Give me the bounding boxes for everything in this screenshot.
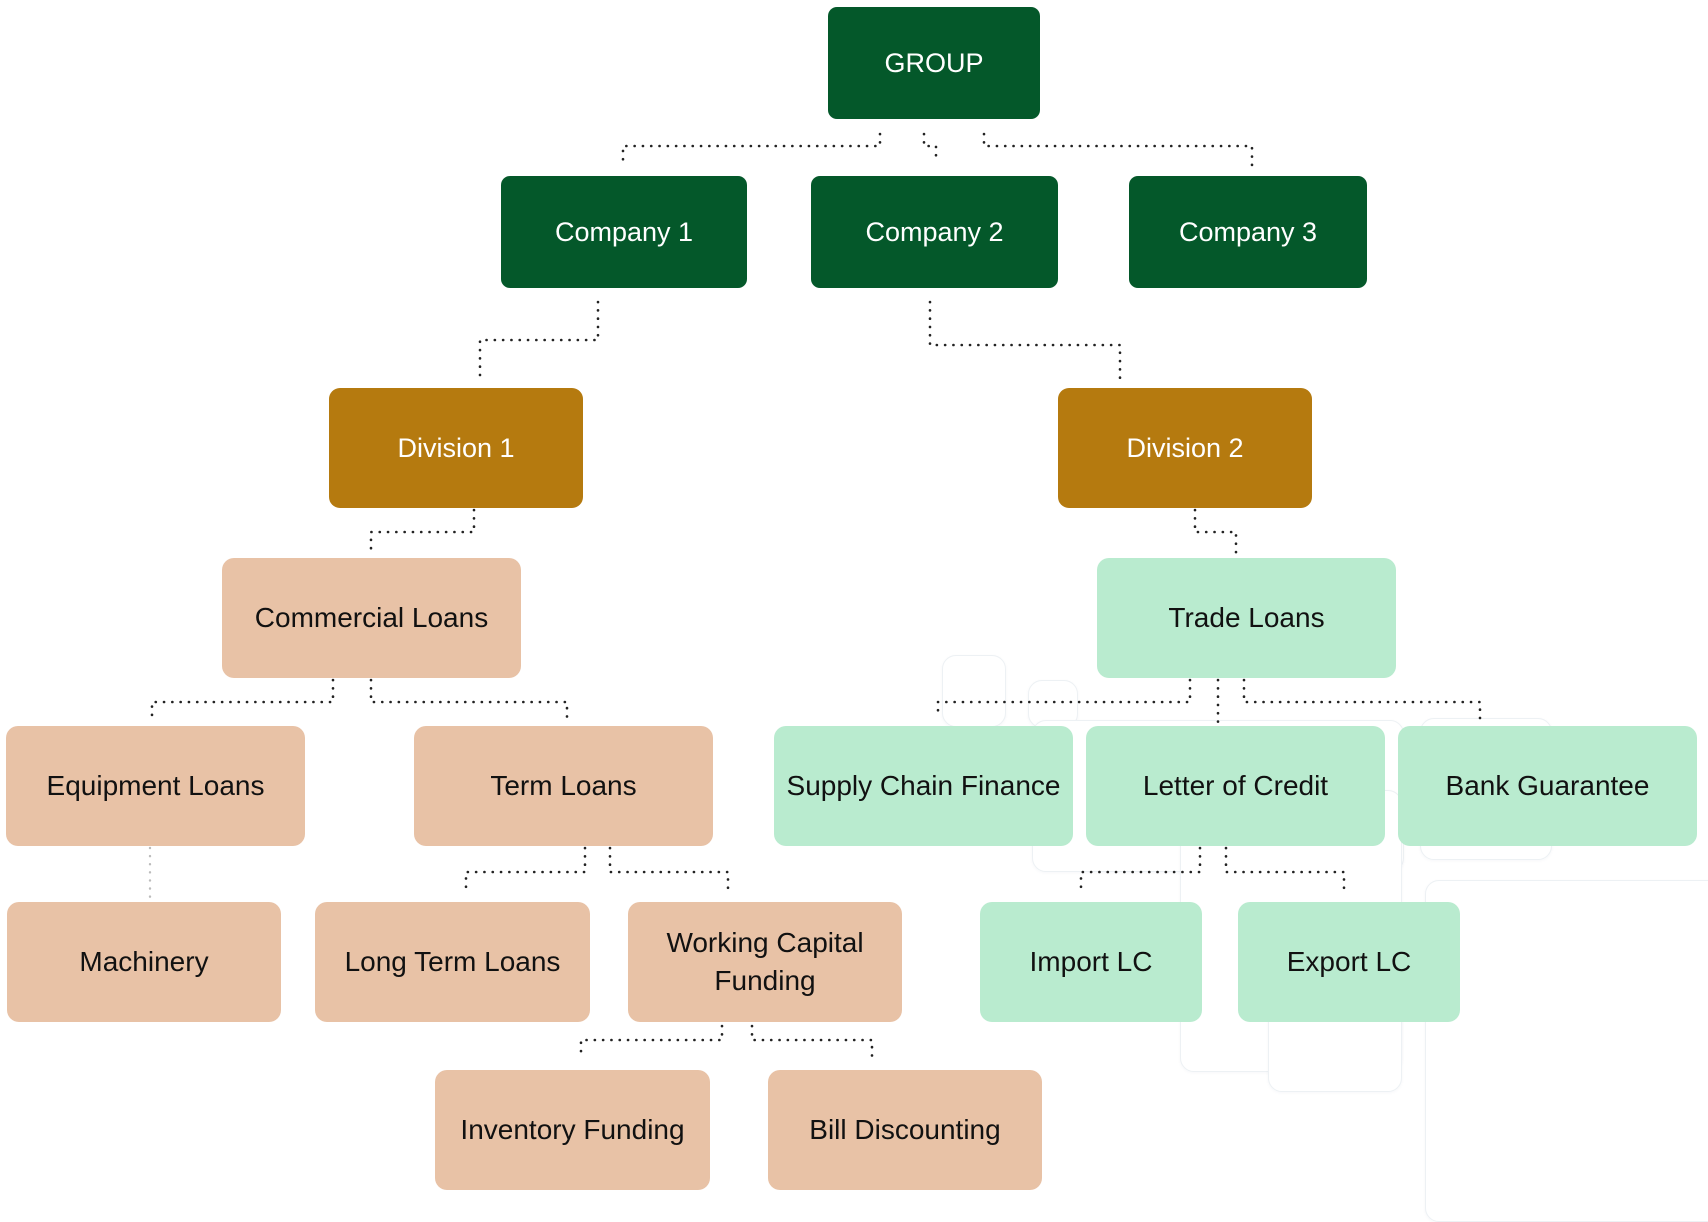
node-inventory-funding[interactable]: Inventory Funding	[435, 1070, 710, 1190]
connector-company-2-division-2	[928, 300, 1122, 387]
connector-term-loans-long-term-loans	[464, 846, 587, 890]
connector-term-loans-working-capital-funding	[608, 846, 730, 890]
node-trade-loans[interactable]: Trade Loans	[1097, 558, 1396, 678]
node-division-2[interactable]: Division 2	[1058, 388, 1312, 508]
connector-commercial-loans-equipment-loans	[150, 678, 335, 722]
node-company-3[interactable]: Company 3	[1129, 176, 1367, 288]
connector-division-2-trade-loans	[1193, 508, 1238, 558]
connector-trade-loans-supply-chain-finance	[936, 678, 1192, 718]
node-supply-chain-finance[interactable]: Supply Chain Finance	[774, 726, 1073, 846]
node-group[interactable]: GROUP	[828, 7, 1040, 119]
connector-group-company-2	[922, 132, 938, 162]
node-division-1[interactable]: Division 1	[329, 388, 583, 508]
connector-group-company-3	[982, 132, 1254, 168]
background-card	[1425, 880, 1708, 1222]
node-commercial-loans[interactable]: Commercial Loans	[222, 558, 521, 678]
node-import-lc[interactable]: Import LC	[980, 902, 1202, 1022]
node-machinery[interactable]: Machinery	[7, 902, 281, 1022]
connector-letter-of-credit-import-lc	[1079, 846, 1202, 890]
connector-layer	[148, 132, 1482, 1058]
connector-trade-loans-bank-guarantee	[1242, 678, 1482, 722]
connector-letter-of-credit-export-lc	[1224, 846, 1346, 890]
connector-commercial-loans-term-loans	[369, 678, 569, 722]
node-long-term-loans[interactable]: Long Term Loans	[315, 902, 590, 1022]
connector-working-capital-funding-bill-discounting	[750, 1024, 874, 1058]
node-term-loans[interactable]: Term Loans	[414, 726, 713, 846]
node-letter-of-credit[interactable]: Letter of Credit	[1086, 726, 1385, 846]
node-bank-guarantee[interactable]: Bank Guarantee	[1398, 726, 1697, 846]
connector-group-company-1	[621, 132, 882, 168]
node-company-2[interactable]: Company 2	[811, 176, 1058, 288]
node-company-1[interactable]: Company 1	[501, 176, 747, 288]
connector-division-1-commercial-loans	[369, 508, 476, 554]
connector-working-capital-funding-inventory-funding	[579, 1024, 724, 1058]
node-working-capital-funding[interactable]: Working Capital Funding	[628, 902, 902, 1022]
node-equipment-loans[interactable]: Equipment Loans	[6, 726, 305, 846]
node-export-lc[interactable]: Export LC	[1238, 902, 1460, 1022]
connector-company-1-division-1	[478, 300, 600, 382]
node-bill-discounting[interactable]: Bill Discounting	[768, 1070, 1042, 1190]
background-card	[942, 655, 1006, 727]
